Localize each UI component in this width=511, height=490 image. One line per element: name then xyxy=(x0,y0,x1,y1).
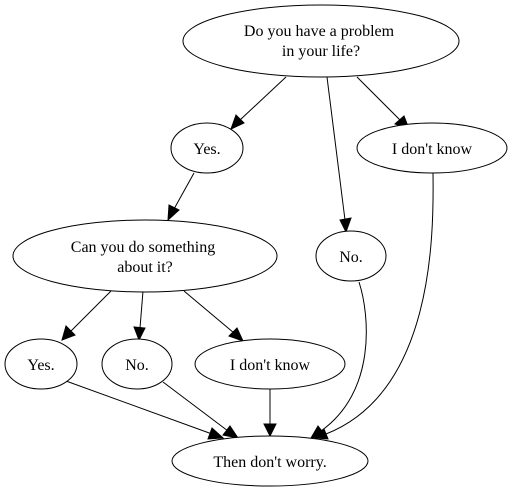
node-can-do-shape xyxy=(12,219,278,293)
node-end: Then don't worry. xyxy=(171,435,369,487)
edge-yes-bottom-to-end xyxy=(65,380,225,440)
edge-root-to-yes-top xyxy=(230,76,287,130)
node-can-do-line-2: about it? xyxy=(117,259,173,276)
node-root-line-1: Do you have a problem xyxy=(244,23,395,40)
edge-can-do-to-idk-bottom xyxy=(183,290,244,342)
node-root-shape xyxy=(182,4,460,78)
node-end-shape xyxy=(171,435,369,487)
node-idk-top: I don't know xyxy=(356,122,508,174)
edge-root-to-no-top xyxy=(326,76,352,234)
node-can-do: Can you do something about it? xyxy=(12,219,278,293)
edge-can-do-to-no-bottom xyxy=(133,290,146,342)
node-yes-bottom: Yes. xyxy=(4,338,78,390)
node-idk-top-label: I don't know xyxy=(392,141,473,158)
edge-no-bottom-to-end xyxy=(162,381,240,439)
edge-idk-top-to-end xyxy=(313,172,434,440)
node-yes-top: Yes. xyxy=(170,122,244,174)
edges xyxy=(61,76,434,440)
edge-root-to-idk-top xyxy=(356,76,410,130)
node-no-bottom-label: No. xyxy=(125,357,149,374)
node-root: Do you have a problem in your life? xyxy=(182,4,460,78)
edge-can-do-to-yes-bottom xyxy=(61,290,112,341)
edge-idk-bottom-to-end xyxy=(263,388,277,438)
node-no-top: No. xyxy=(315,230,387,282)
edge-yes-top-to-can-do xyxy=(167,172,195,222)
node-no-top-shape xyxy=(315,230,387,282)
svg-text:Do you have a problem in: Do you have a problem in your life? xyxy=(244,23,398,60)
node-end-label: Then don't worry. xyxy=(213,454,326,471)
node-idk-top-shape xyxy=(356,122,508,174)
node-idk-bottom-label: I don't know xyxy=(230,357,311,374)
node-root-line-2: in your life? xyxy=(282,43,360,60)
node-no-top-label: No. xyxy=(339,249,363,266)
node-idk-bottom-shape xyxy=(194,338,346,390)
node-yes-bottom-label: Yes. xyxy=(27,357,54,374)
node-yes-bottom-shape xyxy=(4,338,78,390)
node-no-bottom: No. xyxy=(101,338,173,390)
node-can-do-line-1: Can you do something xyxy=(71,239,215,256)
node-no-bottom-shape xyxy=(101,338,173,390)
svg-text:Can you do something abo: Can you do something about it? xyxy=(71,239,219,276)
node-yes-top-shape xyxy=(170,122,244,174)
node-idk-bottom: I don't know xyxy=(194,338,346,390)
node-yes-top-label: Yes. xyxy=(193,141,220,158)
